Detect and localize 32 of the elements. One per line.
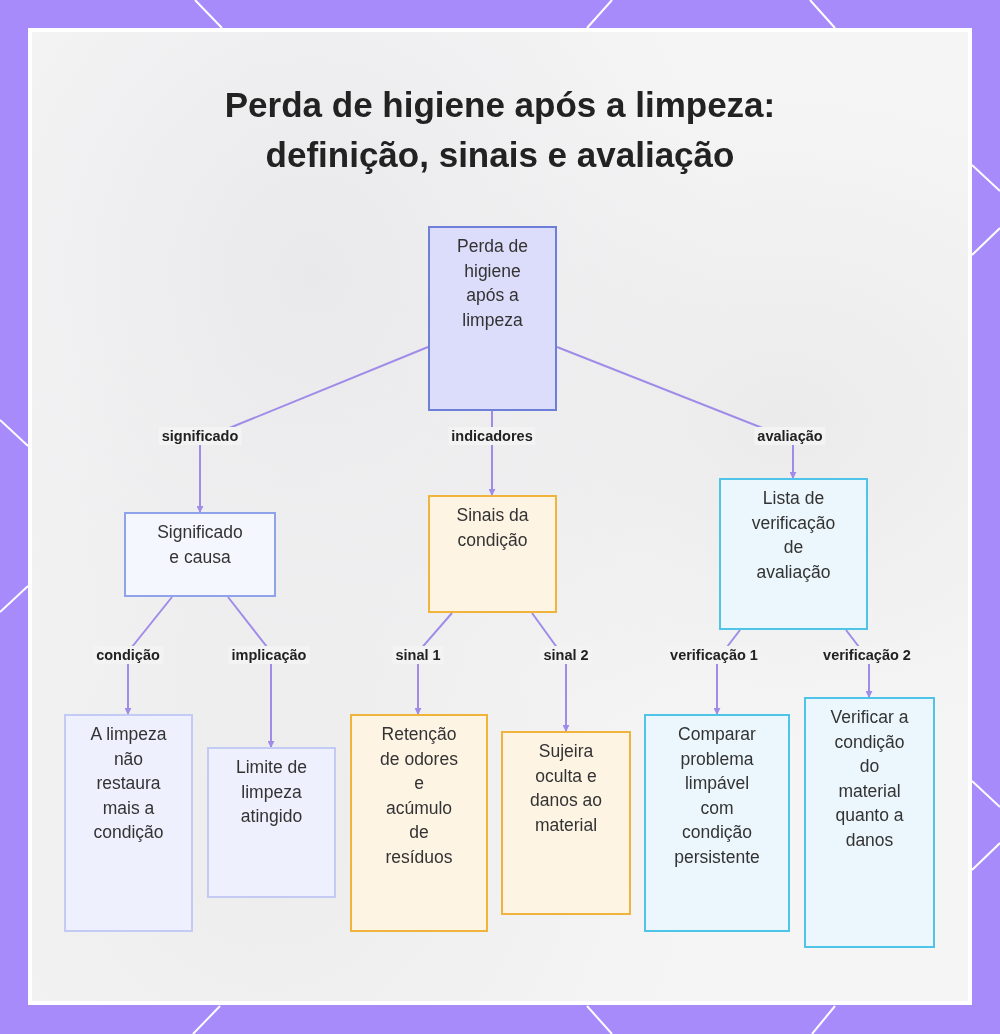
edge-label: verificação 2 <box>820 646 914 664</box>
connector-arrow <box>196 346 429 513</box>
node-text: Sujeira oculta e danos ao material <box>529 740 603 837</box>
connector-arrow <box>124 596 173 715</box>
node-text: A limpeza não restaura mais a condição <box>89 723 168 844</box>
connector-arrow <box>227 596 275 748</box>
concept-box <box>207 747 336 898</box>
node-text: Comparar problema limpável com condição persistente <box>673 723 761 869</box>
node-text: Significado e causa <box>156 521 244 569</box>
concept-box <box>124 512 276 597</box>
edge-label: sinal 1 <box>392 646 444 664</box>
edge-label: indicadores <box>448 427 536 445</box>
concept-box <box>501 731 631 915</box>
concept-box <box>64 714 193 932</box>
node-text: Sinais da condição <box>455 504 530 552</box>
node-text: Retenção de odores e acúmulo de resíduos <box>379 723 459 869</box>
node-text: Lista de verificação de avaliação <box>750 487 837 584</box>
topic-box <box>428 226 557 411</box>
edge-label: significado <box>158 427 242 445</box>
node-text: Perda de higiene após a limpeza <box>456 235 529 332</box>
concept-box <box>719 478 868 630</box>
node-text: Verificar a condição do material quanto a danos <box>829 706 910 852</box>
edge-label: condição <box>93 646 163 664</box>
diagram-title: Perda de higiene após a limpeza: definição, sinais e avaliação <box>223 84 777 176</box>
node-text: Limite de limpeza atingido <box>235 756 308 828</box>
edge-label: avaliação <box>754 427 826 445</box>
concept-box <box>428 495 557 613</box>
concept-box <box>804 697 935 948</box>
edge-label: verificação 1 <box>667 646 761 664</box>
concept-box <box>350 714 488 932</box>
concept-box <box>644 714 790 932</box>
edge-label: implicação <box>228 646 310 664</box>
